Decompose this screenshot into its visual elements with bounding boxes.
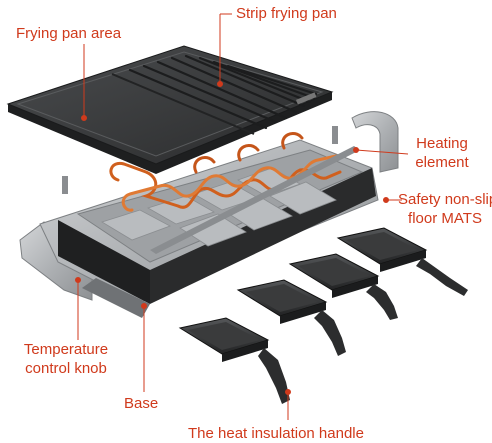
label-heating-element-line2: element <box>415 154 469 171</box>
raclette-pan <box>236 279 346 356</box>
raclette-pan <box>336 227 468 296</box>
label-strip-frying-pan: Strip frying pan <box>236 5 337 22</box>
base-foot <box>82 278 150 318</box>
raclette-pan-handle <box>366 284 398 320</box>
leader-lines <box>75 13 409 420</box>
label-safety-mats-line1: Safety non-slip <box>398 191 492 208</box>
label-temperature-knob-line2: control knob <box>25 360 107 377</box>
label-heating-element-line1: Heating <box>416 135 468 152</box>
raclette-pan-handle <box>314 310 346 356</box>
label-base: Base <box>124 395 159 412</box>
raclette-pan <box>288 253 398 320</box>
label-safety-mats-line2: floor MATS <box>408 210 482 227</box>
strip-pan-ribs <box>128 54 318 130</box>
frying-pan <box>6 45 334 174</box>
label-frying-pan-area: Frying pan area <box>16 25 122 42</box>
label-heat-handle: The heat insulation handle <box>188 425 364 442</box>
support-posts <box>62 126 338 194</box>
frying-pan-rim <box>16 51 324 157</box>
base-right-handle <box>351 111 399 173</box>
label-heating-element: Heating element <box>402 134 482 172</box>
label-temperature-knob-line1: Temperature <box>23 341 109 358</box>
base-front-band <box>58 220 150 304</box>
label-safety-mats: Safety non-slip floor MATS <box>398 190 492 228</box>
frying-pan-edge <box>8 92 332 174</box>
label-temperature-knob: Temperature control knob <box>4 340 128 378</box>
pan-badge <box>295 92 317 105</box>
raclette-pan-handle <box>258 348 290 404</box>
heating-element-bar <box>150 146 360 254</box>
raclette-pans <box>178 227 468 404</box>
frying-pan-divider <box>111 73 255 135</box>
raclette-pan <box>178 317 290 404</box>
raclette-pan-handle <box>416 258 468 296</box>
